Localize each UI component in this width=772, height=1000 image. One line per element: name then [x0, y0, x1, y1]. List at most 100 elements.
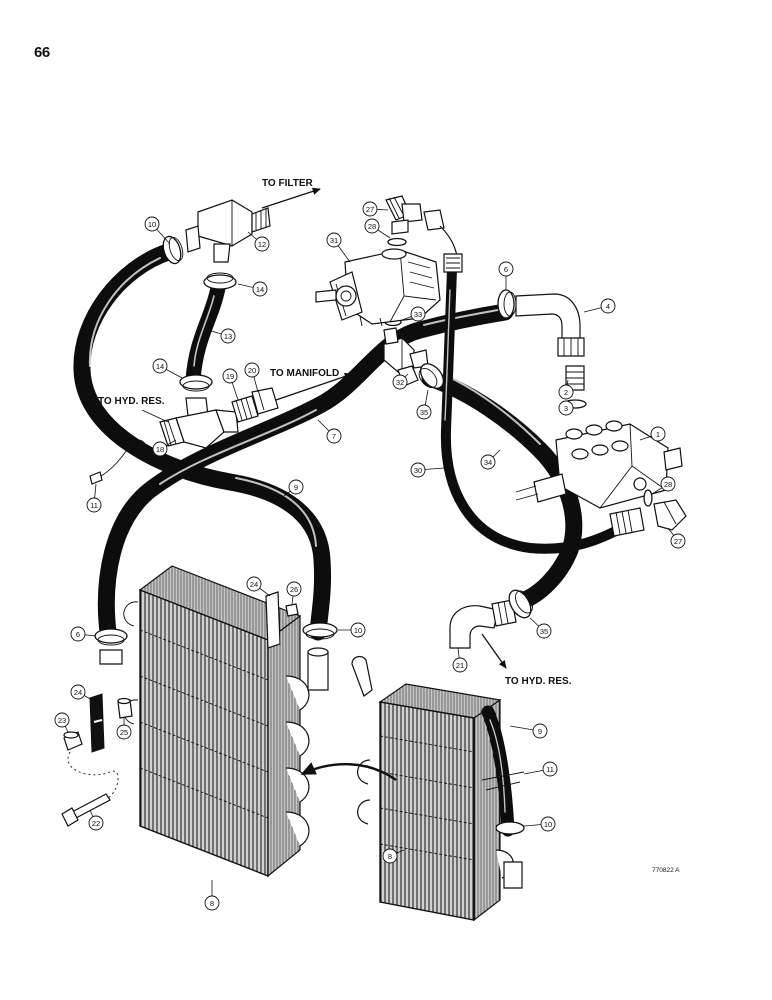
callout-circle-3 [558, 400, 574, 416]
hose-clamp-6-lower [94, 628, 128, 646]
callout-circle-23 [54, 712, 70, 728]
callout-circle-2 [558, 384, 574, 400]
spacer-23 [63, 731, 83, 751]
callout-number-22: 22 [92, 819, 100, 828]
hose-clamp-14-lower [179, 374, 213, 392]
callout-circle-22 [88, 815, 104, 831]
callout-circle-14 [152, 358, 168, 374]
elbow-fitting-21 [449, 599, 517, 649]
callout-number-2: 2 [564, 388, 568, 397]
callout-number-25: 25 [120, 728, 128, 737]
page-number: 66 [34, 44, 50, 61]
callout-number-28: 28 [664, 480, 672, 489]
callout-circle-28 [660, 476, 676, 492]
hose-clamp-10-detail [495, 821, 525, 835]
callout-number-27: 27 [674, 537, 682, 546]
to-filter-arrow [261, 187, 321, 209]
pump-line-fitting [423, 209, 463, 273]
callout-number-6: 6 [76, 630, 80, 639]
callout-circle-20 [244, 362, 260, 378]
callout-circle-4 [600, 298, 616, 314]
callout-number-27: 27 [366, 205, 374, 214]
hose-30 [440, 265, 630, 554]
callout-circle-6 [70, 626, 86, 642]
callout-number-23: 23 [58, 716, 66, 725]
callout-number-9: 9 [294, 483, 298, 492]
callout-circle-8 [382, 848, 398, 864]
wire-tie-11-detail [481, 771, 525, 791]
fitting-2 [565, 365, 585, 391]
callout-number-35: 35 [540, 627, 548, 636]
hose-7 [97, 303, 514, 641]
control-valve-1 [515, 420, 683, 509]
hose-9-detail [481, 705, 515, 837]
callout-number-31: 31 [330, 236, 338, 245]
oil-cooler-8-large [99, 565, 329, 878]
callout-circle-7 [326, 428, 342, 444]
callout-number-24: 24 [74, 688, 82, 697]
callout-number-14: 14 [256, 285, 264, 294]
adapter-19-20 [231, 387, 279, 423]
hose-clamp-10-lower [302, 622, 338, 640]
callout-number-11: 11 [546, 765, 554, 774]
bracket-24-upper [265, 591, 281, 649]
callout-circle-10 [350, 622, 366, 638]
tee-fitting-18 [159, 397, 239, 449]
callout-circle-11 [86, 497, 102, 513]
elbow-fitting-4 [515, 293, 585, 357]
callout-number-14: 14 [156, 362, 164, 371]
callout-circle-24 [70, 684, 86, 700]
callout-circle-14 [252, 281, 268, 297]
callout-circle-11 [542, 761, 558, 777]
callout-number-34: 34 [484, 458, 492, 467]
wire-tie-11-upper [89, 439, 147, 485]
bracket-24-lower [89, 693, 105, 753]
o-ring-28-top [387, 237, 407, 247]
callout-number-28: 28 [368, 222, 376, 231]
callout-number-19: 19 [226, 372, 234, 381]
callout-circle-27 [362, 201, 378, 217]
callout-circle-1 [650, 426, 666, 442]
elbow-fitting-27-top [385, 195, 423, 235]
callout-circle-28 [364, 218, 380, 234]
callout-number-8: 8 [388, 852, 392, 861]
callout-number-7: 7 [332, 432, 336, 441]
oil-cooler-8-small [351, 655, 523, 922]
callout-number-3: 3 [564, 404, 568, 413]
callout-number-26: 26 [290, 585, 298, 594]
o-ring-28-valve [643, 489, 653, 507]
callout-circle-19 [222, 368, 238, 384]
clamp-6-top [497, 289, 517, 319]
callout-circle-35 [536, 623, 552, 639]
reference-code: 770822 A [652, 867, 680, 874]
to-filter-label: TO FILTER [262, 178, 314, 189]
hose-clamp-35-lower [508, 589, 533, 619]
callout-circle-34 [480, 454, 496, 470]
callout-circle-33 [410, 306, 426, 322]
callout-circle-32 [392, 374, 408, 390]
callout-number-11: 11 [90, 501, 98, 510]
hose-clamp-35-upper [418, 363, 444, 389]
callout-circle-21 [452, 657, 468, 673]
hose-clamp-10-top [162, 235, 184, 265]
tee-fitting-12 [185, 199, 271, 263]
elbow-fitting-27-valve [609, 499, 687, 537]
callout-number-33: 33 [414, 310, 422, 319]
callout-number-8: 8 [210, 899, 214, 908]
to-manifold-label: TO MANIFOLD [270, 368, 339, 379]
callout-number-10: 10 [544, 820, 552, 829]
callout-circle-24 [246, 576, 262, 592]
callout-circle-30 [410, 462, 426, 478]
callout-circle-35 [416, 404, 432, 420]
bolt-22 [61, 793, 111, 827]
callout-number-13: 13 [224, 332, 232, 341]
bolt-path-dashed [67, 751, 119, 799]
callout-number-9: 9 [538, 727, 542, 736]
callout-number-1: 1 [656, 430, 660, 439]
to-hyd-res-arrow-bottom [481, 633, 507, 669]
callout-circle-8 [204, 895, 220, 911]
callout-circle-26 [286, 581, 302, 597]
to-hyd-res-leader-top [141, 409, 169, 423]
callout-circle-13 [220, 328, 236, 344]
